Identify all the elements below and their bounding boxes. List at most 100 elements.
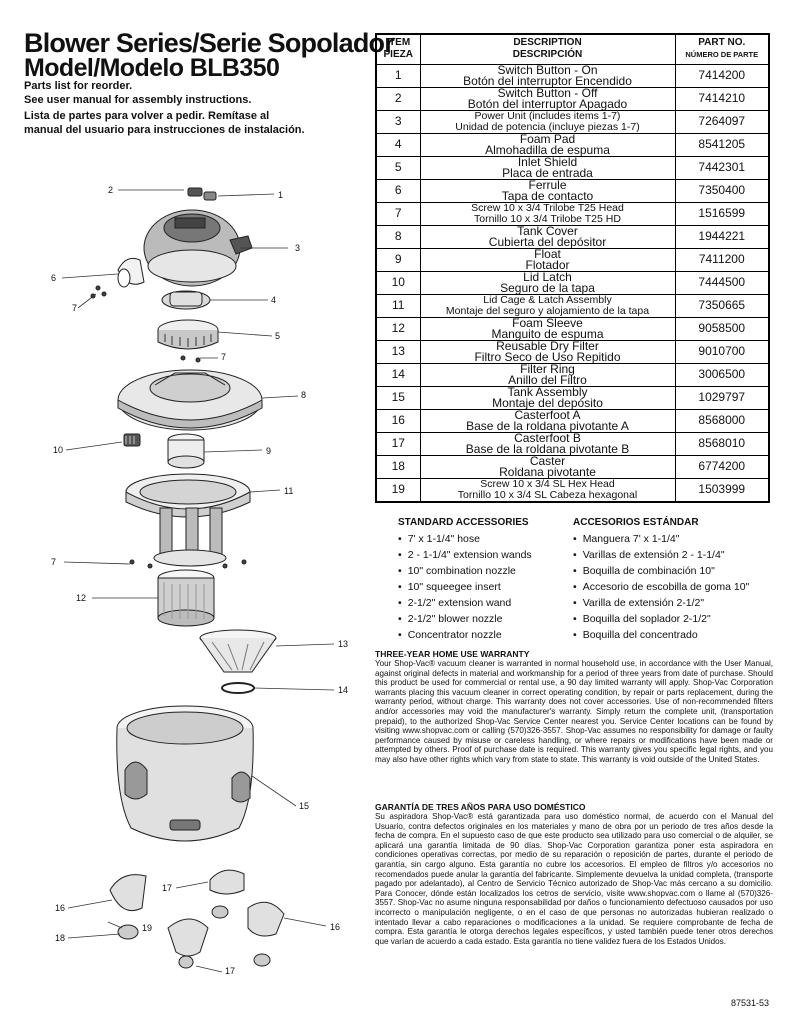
- accesorio-item: Manguera 7' x 1-1/4": [573, 533, 749, 549]
- tank-cover: [117, 369, 263, 431]
- callout-4: 4: [271, 295, 277, 305]
- accesorios-estandar: ACCESORIOS ESTÁNDAR Manguera 7' x 1-1/4"…: [573, 517, 749, 645]
- lid-latch: [123, 433, 141, 447]
- description-english: Lid Latch: [523, 269, 572, 284]
- document-code: 87531-53: [730, 998, 769, 1008]
- accesorios-estandar-list: Manguera 7' x 1-1/4"Varillas de extensió…: [573, 533, 750, 645]
- diagram-drawing: [61, 187, 335, 973]
- item-number: 17: [375, 431, 421, 456]
- callout-7c: 7: [51, 557, 57, 567]
- intro-spanish-line-1: Lista de partes para volver a pedir. Rem…: [24, 110, 270, 122]
- part-number: 7414200: [674, 63, 770, 88]
- description-spanish: Filtro Seco de Uso Repitido: [474, 349, 621, 364]
- part-number: 8568010: [674, 431, 770, 456]
- callout-15: 15: [299, 801, 310, 811]
- item-number: 11: [375, 293, 421, 318]
- standard-accessories: STANDARD ACCESSORIES 7' x 1-1/4" hose2 -…: [398, 517, 532, 645]
- description-spanish: Roldana pivotante: [499, 464, 596, 479]
- description-spanish: Anillo del Filtro: [508, 372, 587, 387]
- description-english: Ferrule: [528, 177, 567, 192]
- description-english: Lid Cage & Latch Assembly: [483, 293, 612, 306]
- item-number: 18: [375, 454, 421, 479]
- inlet-shield: [157, 319, 219, 350]
- part-number: 6774200: [674, 454, 770, 479]
- part-number: 8568000: [674, 408, 770, 433]
- part-number: 1944221: [674, 224, 770, 249]
- item-number: 13: [375, 339, 421, 364]
- description-spanish: Seguro de la tapa: [500, 280, 595, 295]
- warranty-spanish-body: Su aspiradora Shop-Vac® está garantizada…: [375, 812, 773, 946]
- part-number-header: PART NO.NÚMERO DE PARTE: [674, 33, 770, 65]
- accesorios-estandar-title: ACCESORIOS ESTÁNDAR: [573, 517, 699, 528]
- item-number: 7: [375, 201, 421, 226]
- intro-spanish-line-2: manual del usuario para instrucciones de…: [24, 124, 305, 136]
- callout-18: 18: [55, 933, 66, 943]
- description-spanish: Unidad de potencia (incluye piezas 1-7): [455, 120, 640, 133]
- description-spanish: Base de la roldana pivotante B: [465, 441, 630, 456]
- part-number: 9058500: [674, 316, 770, 341]
- callout-16a: 16: [55, 903, 66, 913]
- accessory-item: Concentrator nozzle: [398, 629, 532, 645]
- warranty-spanish-title: GARANTÍA DE TRES AÑOS PARA USO DOMÉSTICO: [375, 802, 586, 812]
- description-english: Casterfoot B: [514, 430, 581, 445]
- model-title: Model/Modelo BLB350: [24, 54, 280, 82]
- description-spanish: Botón del interruptor Apagado: [467, 96, 628, 111]
- exploded-parts-diagram: 2 1 3 6 7 4 5 7 8 10 9 11 7 12 13 14 15 …: [0, 170, 370, 1020]
- callout-19: 19: [142, 923, 153, 933]
- part-number: 1516599: [674, 201, 770, 226]
- item-number: 15: [375, 385, 421, 410]
- callout-leader-lines: [61, 189, 335, 973]
- accesorio-item: Boquilla del soplador 2-1/2": [573, 613, 749, 629]
- accessory-item: 2-1/2" extension wand: [398, 597, 532, 613]
- description-spanish: Montaje del seguro y alojamiento de la t…: [445, 304, 650, 317]
- accesorio-item: Varillas de extensión 2 - 1-1/4": [573, 549, 749, 565]
- intro-english-line-1: Parts list for reorder.: [24, 80, 133, 92]
- description-english: Filter Ring: [520, 361, 575, 376]
- callout-5: 5: [275, 331, 281, 341]
- part-number: 7264097: [674, 109, 770, 134]
- callout-14: 14: [338, 685, 349, 695]
- part-number: 3006500: [674, 362, 770, 387]
- accessory-item: 7' x 1-1/4" hose: [398, 533, 532, 549]
- callout-3: 3: [295, 243, 301, 253]
- description-english: Switch Button - On: [497, 62, 598, 77]
- callout-9: 9: [266, 446, 272, 456]
- description-english: Tank Cover: [517, 223, 578, 238]
- description-spanish: Flotador: [525, 257, 570, 272]
- description-english: Reusable Dry Filter: [496, 338, 599, 353]
- description-spanish: Almohadilla de espuma: [485, 142, 610, 157]
- accessory-item: 10" squeegee insert: [398, 581, 532, 597]
- description-english: Inlet Shield: [517, 154, 578, 169]
- screws: [90, 285, 247, 569]
- page-title: Blower Series/Serie Sopolador: [24, 28, 395, 58]
- callout-7a: 7: [72, 303, 78, 313]
- standard-accessories-title: STANDARD ACCESSORIES: [398, 517, 529, 528]
- description-spanish: Tornillo 10 x 3/4 SL Cabeza hexagonal: [457, 488, 638, 501]
- item-number: 3: [375, 109, 421, 134]
- description-english: Screw 10 x 3/4 SL Hex Head: [480, 477, 615, 490]
- callout-7b: 7: [221, 352, 227, 362]
- item-number: 10: [375, 270, 421, 295]
